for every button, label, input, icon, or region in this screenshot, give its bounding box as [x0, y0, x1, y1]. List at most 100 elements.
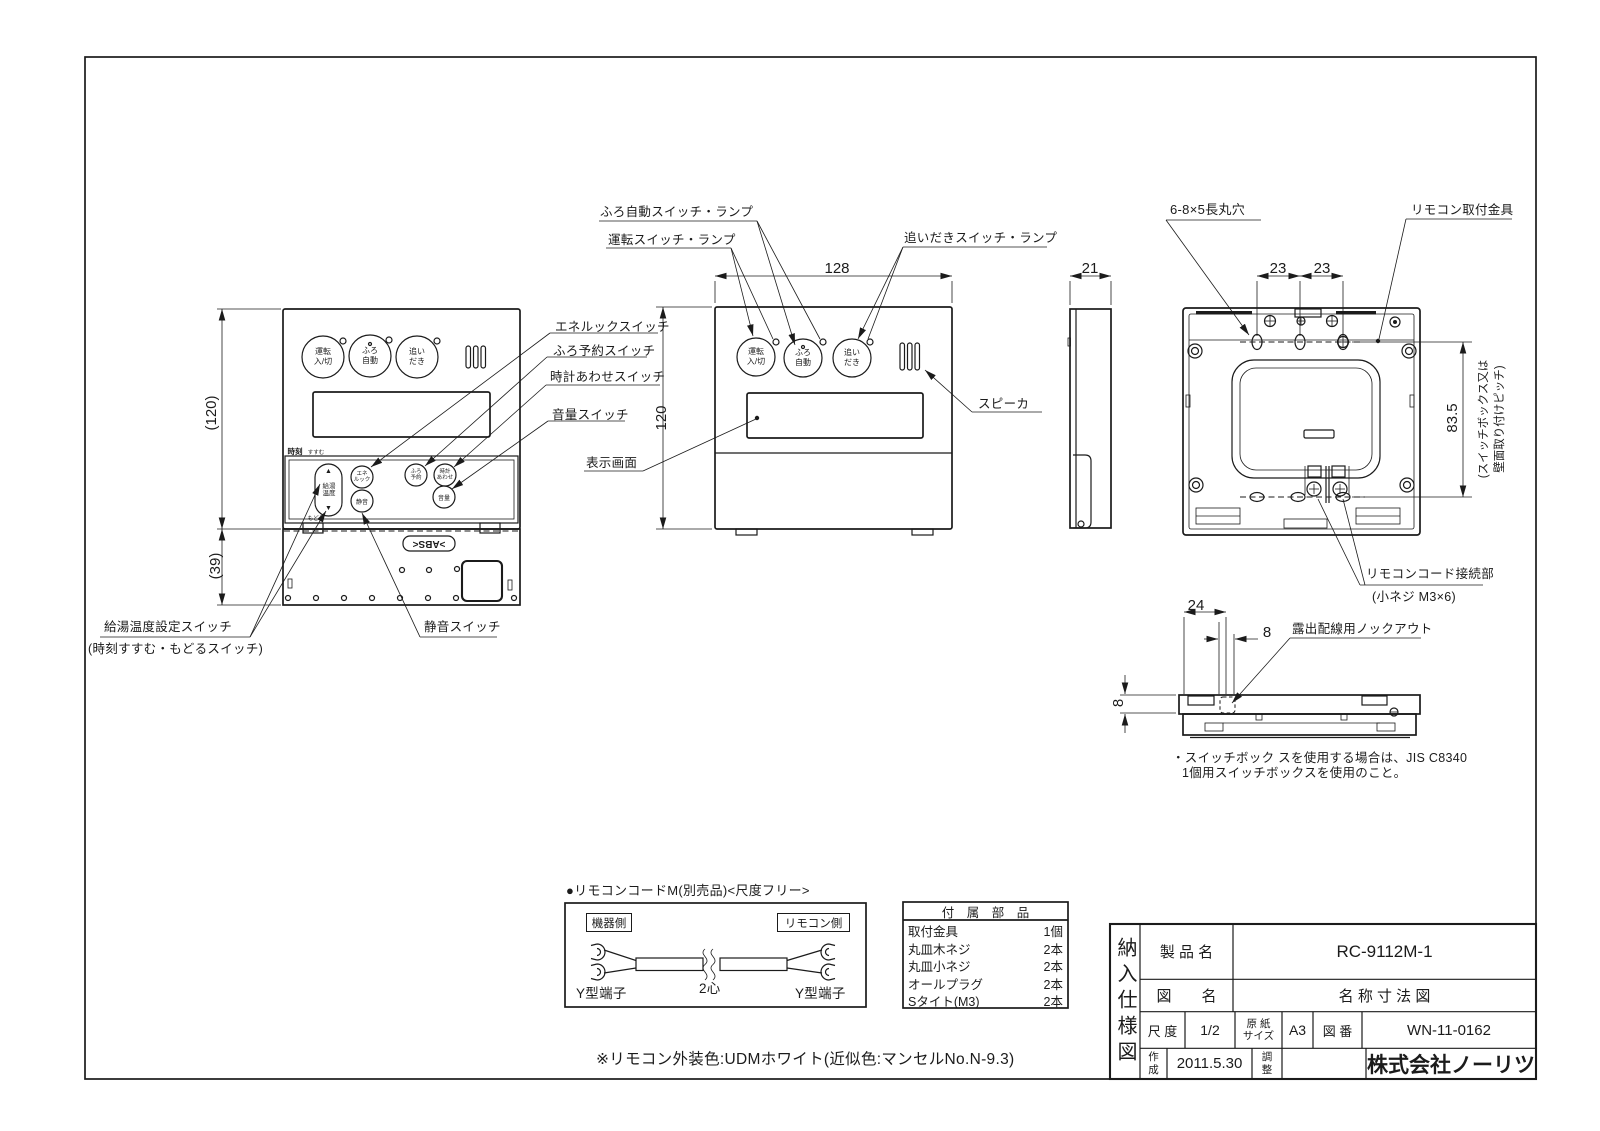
scale-label: 尺 度	[1147, 1023, 1178, 1039]
bath-auto-button	[783, 338, 823, 378]
dim-8-height: 8	[1109, 698, 1127, 708]
label-clock-advance-switch: (時刻すすむ・もどるスイッチ)	[88, 642, 264, 656]
bracket-screws	[1263, 314, 1401, 328]
dim-83-5: 83.5	[1443, 403, 1461, 433]
power-lamp	[772, 338, 780, 346]
label-display: 表示画面	[586, 456, 638, 470]
temp-up-arrow: ▲	[325, 467, 332, 475]
mute-button-label: 静音	[355, 499, 368, 506]
temp-down-arrow: ▼	[325, 504, 332, 512]
product-name-label: 製 品 名	[1159, 944, 1214, 961]
power-button-label: 運転入/切	[746, 347, 766, 366]
temp-button-label: 給湯温度	[322, 482, 336, 497]
reheat-button	[395, 335, 439, 379]
label-cord-screw: (小ネジ M3×6)	[1372, 590, 1456, 604]
dim-21: 21	[1081, 259, 1099, 277]
power-button-label: 運転入/切	[313, 347, 333, 366]
core-count-label: 2心	[699, 981, 721, 996]
front-view-closed	[714, 306, 953, 536]
label-mute-switch: 静音スイッチ	[424, 620, 501, 634]
eneluck-button	[350, 465, 374, 489]
power-lamp	[339, 337, 347, 345]
label-speaker: スピーカ	[978, 397, 1030, 411]
company-name: 株式会社ノーリツ	[1367, 1053, 1535, 1077]
title-block-frame	[1108, 922, 1538, 1081]
dim-120-ref: (120)	[202, 395, 220, 431]
bath-auto-button-label: ふろ自動	[362, 346, 378, 365]
bath-auto-button-label: ふろ自動	[795, 348, 811, 367]
paper-size-value: A3	[1288, 1022, 1307, 1038]
knockout-hole	[1219, 696, 1236, 714]
created-date: 2011.5.30	[1176, 1055, 1243, 1072]
dimension-lines	[217, 272, 1472, 733]
paper-size-label: 原 紙サイズ	[1242, 1017, 1275, 1042]
exterior-color-footnote: ※リモコン外装色:UDMホワイト(近似色:マンセルNo.N-9.3)	[596, 1051, 1015, 1068]
rear-view	[1182, 307, 1421, 536]
remote-cord-diagram	[564, 902, 867, 1008]
label-knockout: 露出配線用ノックアウト	[1292, 622, 1433, 636]
power-button	[301, 335, 345, 379]
product-name-value: RC-9112M-1	[1336, 941, 1433, 961]
volume-button-label: 音量	[437, 495, 450, 502]
label-hot-water-temp-switch: 給湯温度設定スイッチ	[104, 620, 233, 634]
reheat-lamp	[433, 337, 441, 345]
front-view-open	[282, 308, 521, 606]
drawing-name-value: 名 称 寸 法 図	[1338, 988, 1431, 1005]
reheat-button-label: 追いだき	[844, 348, 860, 367]
drawing-name-label: 図 名	[1156, 988, 1217, 1005]
equipment-side-tag: 機器側	[586, 913, 632, 932]
label-clock-set-switch: 時計あわせスイッチ	[550, 370, 666, 384]
bath-auto-lamp	[385, 336, 393, 344]
corner-bosses	[1187, 343, 1417, 493]
label-mounting-bracket: リモコン取付金具	[1411, 203, 1514, 217]
y-terminal-left	[590, 943, 637, 981]
abs-mark-frame	[402, 535, 456, 552]
dim-128: 128	[824, 259, 850, 277]
created-label: 作成	[1148, 1051, 1159, 1076]
note-switchbox-line1: ・スイッチボック スを使用する場合は、JIS C8340	[1172, 751, 1468, 765]
advance-caption: すすむ	[307, 450, 325, 456]
dim-23-a: 23	[1269, 259, 1287, 277]
bath-reserve-button-label: ふろ予約	[410, 468, 422, 481]
y-terminal-right	[786, 943, 836, 981]
drawing-number-value: WN-11-0162	[1407, 1021, 1491, 1039]
clock-caption: 時刻	[287, 446, 303, 456]
dim-24: 24	[1187, 596, 1205, 614]
dim-120: 120	[652, 405, 670, 431]
drawing-frame	[84, 56, 1537, 1080]
y-terminal-label-right: Y型端子	[795, 986, 846, 1001]
cord-terminals	[1304, 465, 1350, 503]
label-volume-switch: 音量スイッチ	[552, 408, 629, 422]
label-bath-auto-lamp: ふろ自動スイッチ・ランプ	[600, 205, 754, 219]
note-switchbox-line2: 1個用スイッチボックスを使用のこと。	[1182, 766, 1407, 780]
speaker-slots	[465, 345, 487, 369]
reheat-button-label: 追いだき	[409, 347, 425, 366]
pitch-note-line1: (スイッチボックス又は	[1477, 359, 1490, 479]
mute-button	[350, 489, 374, 513]
table-row: Sタイト(M3)2本	[908, 995, 1063, 1009]
doc-type-vertical: 納入仕様図	[1114, 937, 1136, 1067]
adjust-label: 調整	[1261, 1051, 1273, 1076]
cable	[635, 957, 704, 972]
dim-23-b: 23	[1313, 259, 1331, 277]
clock-set-button-label: 時計あわせ	[436, 468, 454, 481]
abs-mark: >ABS<	[412, 538, 446, 549]
label-cord-connection: リモコンコード接続部	[1366, 567, 1495, 581]
speaker-slots	[899, 342, 921, 371]
reheat-button	[832, 338, 872, 378]
label-oblong-hole: 6-8×5長丸穴	[1170, 202, 1246, 217]
cord-connector-recess	[460, 559, 504, 603]
accessory-table-frame	[902, 901, 1069, 1009]
leader-lines	[100, 218, 1512, 704]
dim-39-ref: (39)	[206, 552, 224, 580]
drawing-number-label: 図 番	[1322, 1023, 1353, 1039]
label-eneluck-switch: エネルックスイッチ	[555, 320, 670, 334]
return-caption: もどる	[307, 516, 325, 522]
scale-value: 1/2	[1200, 1022, 1220, 1038]
lcd-display	[746, 392, 924, 439]
